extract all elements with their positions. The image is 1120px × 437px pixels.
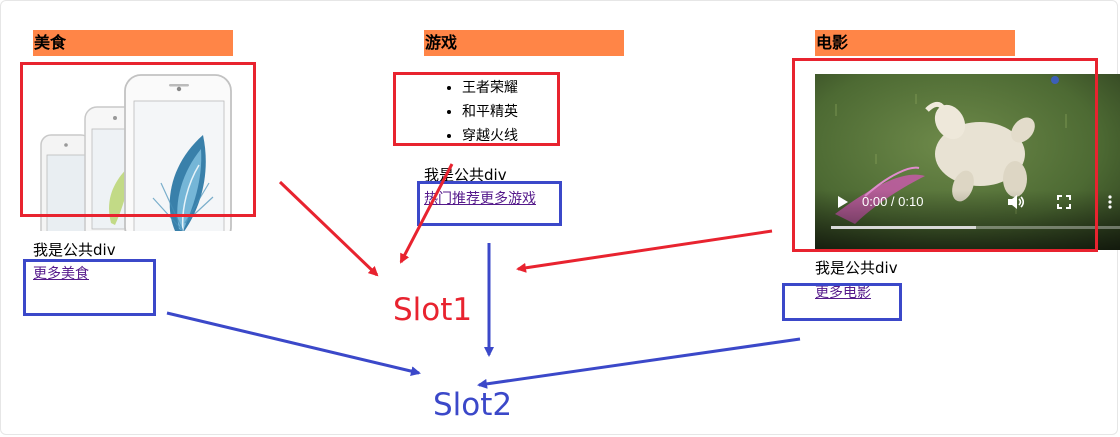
- more-options-icon[interactable]: [1107, 194, 1113, 210]
- more-movies-link[interactable]: 更多电影: [815, 285, 871, 301]
- games-slot2-box: [417, 181, 562, 226]
- slot2-label: Slot2: [433, 387, 513, 423]
- more-food-link[interactable]: 更多美食: [33, 266, 89, 282]
- play-icon[interactable]: [837, 195, 849, 209]
- video-progress-fill: [831, 226, 976, 229]
- movies-to-slot1-arrow: [516, 229, 773, 273]
- games-list-item: 王者荣耀: [462, 76, 518, 100]
- games-slot1-box: [393, 72, 560, 146]
- food-to-slot1-arrow: [278, 180, 379, 277]
- movies-title: 电影: [815, 30, 1015, 56]
- games-to-slot1-arrow: [399, 163, 454, 264]
- video-time: 0:00 / 0:10: [862, 194, 924, 209]
- games-list-item: 和平精英: [462, 100, 518, 124]
- movies-slot2-box: [782, 283, 902, 321]
- food-public-div: 我是公共div: [33, 241, 116, 259]
- video-progress-bar[interactable]: [831, 226, 1120, 229]
- games-list-item: 穿越火线: [462, 124, 518, 148]
- volume-icon[interactable]: [1007, 194, 1025, 210]
- phones-image: [33, 73, 233, 231]
- fullscreen-icon[interactable]: [1057, 195, 1071, 209]
- games-title: 游戏: [424, 30, 624, 56]
- food-slot1-box: [20, 62, 256, 217]
- food-title: 美食: [33, 30, 233, 56]
- movies-public-div: 我是公共div: [815, 259, 898, 277]
- food-slot2-box: [23, 259, 156, 316]
- movie-video-player[interactable]: 0:00 / 0:10: [815, 74, 1120, 250]
- more-games-link[interactable]: 热门推荐更多游戏: [424, 191, 536, 207]
- food-to-slot2-arrow: [166, 311, 421, 377]
- slot1-label: Slot1: [393, 292, 473, 328]
- movies-to-slot2-arrow: [477, 337, 801, 389]
- games-list: 王者荣耀 和平精英 穿越火线: [442, 76, 518, 148]
- phones-illustration: [40, 74, 232, 231]
- movies-slot1-box: [792, 58, 1098, 252]
